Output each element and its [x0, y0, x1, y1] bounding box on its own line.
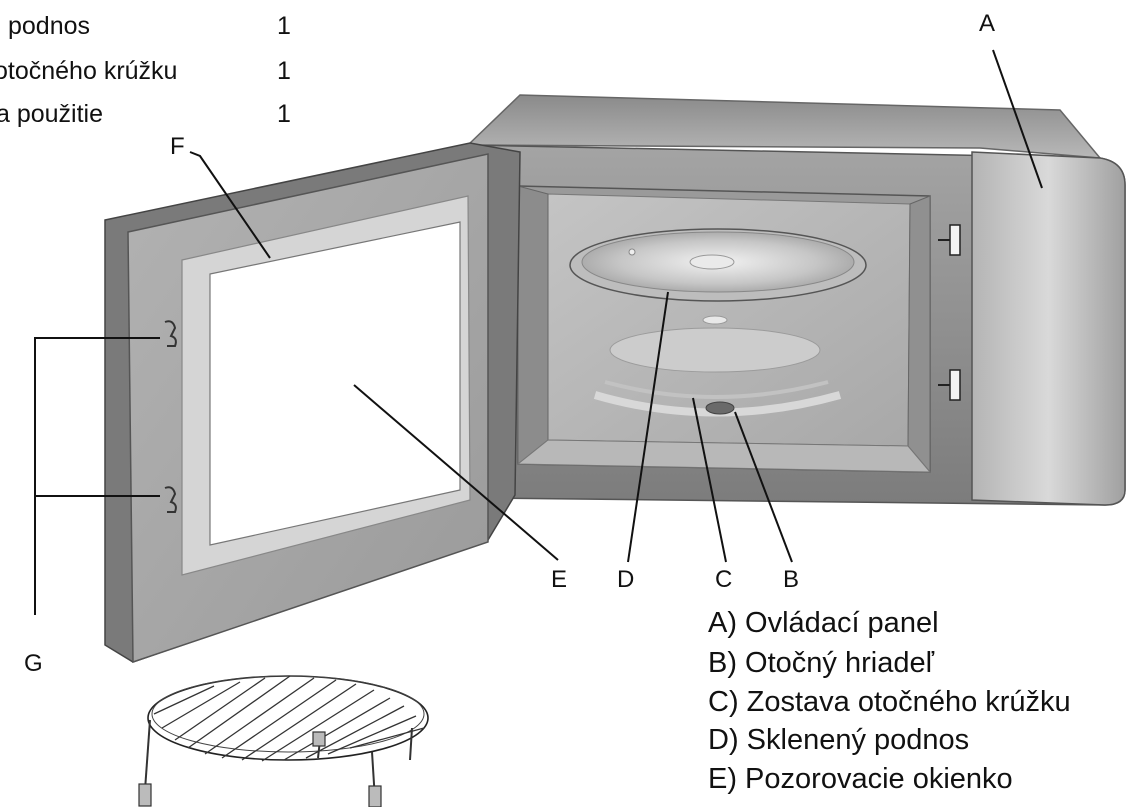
- leader-line-a: [992, 49, 1043, 189]
- leader-line-b: [734, 411, 793, 563]
- leader-line-c: [692, 397, 727, 563]
- legend-item-b: B) Otočný hriadeľ: [708, 647, 935, 679]
- legend-item-c: C) Zostava otočného krúžku: [708, 686, 1071, 718]
- legend-item-e: E) Pozorovacie okienko: [708, 763, 1013, 795]
- grill-rack: [138, 675, 429, 807]
- control-panel: [971, 151, 1126, 506]
- leader-line-g: [34, 337, 160, 615]
- label-g: G: [24, 650, 43, 677]
- label-c: C: [715, 566, 733, 593]
- legend-item-d: D) Sklenený podnos: [708, 724, 970, 756]
- label-f: F: [170, 133, 185, 160]
- door-hook: [164, 486, 177, 513]
- legend-item-a: A) Ovládací panel: [708, 607, 939, 639]
- latch-slot: [938, 224, 961, 256]
- parts-list-item-name: otočného krúžku: [0, 57, 178, 85]
- parts-list-item-qty: 1: [277, 57, 291, 85]
- parts-list-item-name: podnos: [8, 12, 91, 40]
- viewing-window: [209, 221, 461, 546]
- parts-list-item-name: a použitie: [0, 100, 104, 128]
- leader-line-f: [189, 151, 271, 259]
- door-hook: [164, 320, 177, 347]
- label-e: E: [551, 566, 568, 593]
- label-d: D: [617, 566, 635, 593]
- turntable-shaft: [705, 401, 735, 415]
- latch-slot: [938, 369, 961, 401]
- parts-list-item-qty: 1: [277, 100, 291, 128]
- parts-list-item-qty: 1: [277, 12, 291, 40]
- label-b: B: [783, 566, 800, 593]
- leader-line-d: [627, 291, 669, 563]
- leader-line-e: [353, 384, 559, 561]
- glass-tray: [569, 228, 867, 302]
- label-a: A: [979, 10, 996, 37]
